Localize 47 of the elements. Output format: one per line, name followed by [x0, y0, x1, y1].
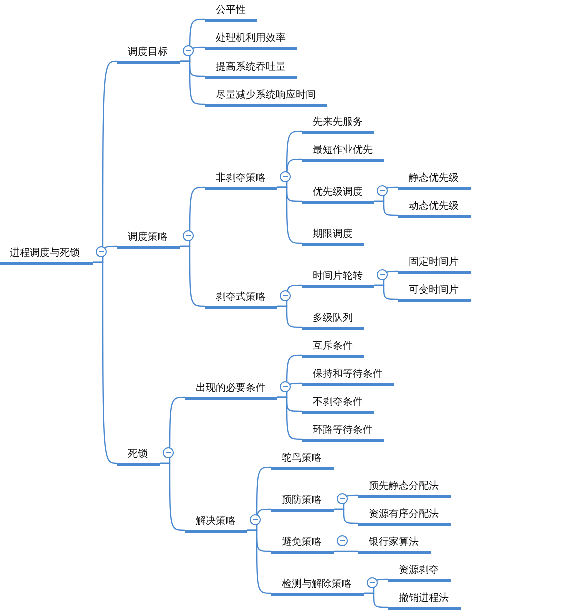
topic-label: 解决策略 — [185, 513, 247, 533]
topic-label: 处理机利用效率 — [205, 30, 297, 50]
topic-label: 撤销进程法 — [388, 590, 461, 610]
topic-label: 保持和等待条件 — [302, 366, 394, 386]
topic-label: 最短作业优先 — [302, 142, 384, 162]
topic-label: 调度策略 — [117, 229, 180, 249]
topic-label: 剥夺式策略 — [205, 289, 277, 309]
topic-label: 鸵鸟策略 — [271, 450, 334, 470]
topic-label: 优先级调度 — [302, 184, 374, 204]
topic-label: 资源有序分配法 — [358, 506, 451, 526]
connector-line — [93, 262, 118, 464]
topic-label: 可变时间片 — [398, 282, 471, 302]
topic-label: 尽量减少系统响应时间 — [205, 87, 327, 107]
topic-label: 不剥夺条件 — [302, 394, 374, 414]
topic-label: 死锁 — [117, 446, 160, 466]
connector-line — [180, 60, 205, 106]
topic-label: 互斥条件 — [302, 338, 364, 358]
connector-line — [374, 284, 398, 300]
topic-label: 多级队列 — [302, 310, 364, 330]
topic-label: 静态优先级 — [398, 170, 471, 190]
topic-label: 期限调度 — [302, 226, 364, 246]
topic-label: 预防策略 — [271, 492, 334, 512]
connector-line — [247, 530, 271, 594]
connector-line — [374, 200, 398, 216]
connector-line — [334, 550, 358, 552]
topic-label: 避免策略 — [271, 534, 334, 554]
topic-label: 公平性 — [205, 2, 257, 22]
topic-label: 动态优先级 — [398, 198, 471, 218]
topic-label: 提高系统吞吐量 — [205, 59, 297, 79]
connector-line — [364, 592, 388, 608]
connector-line — [180, 246, 205, 308]
topic-label: 出现的必要条件 — [185, 380, 277, 400]
connector-line — [160, 462, 185, 532]
connector-line — [277, 396, 302, 440]
topic-label: 非剥夺策略 — [205, 170, 277, 190]
topic-label: 固定时间片 — [398, 254, 471, 274]
topic-label: 时间片轮转 — [302, 268, 374, 288]
topic-label: 银行家算法 — [358, 534, 431, 554]
topic-label: 检测与解除策略 — [271, 576, 364, 596]
topic-label: 调度目标 — [117, 44, 180, 64]
topic-label: 先来先服务 — [302, 114, 374, 134]
connector-line — [277, 306, 302, 328]
topic-label: 预先静态分配法 — [358, 478, 451, 498]
topic-label: 资源剥夺 — [388, 562, 451, 582]
connector-line — [334, 508, 358, 524]
topic-label: 环路等待条件 — [302, 422, 384, 442]
topic-label: 进程调度与死锁 — [0, 245, 93, 265]
